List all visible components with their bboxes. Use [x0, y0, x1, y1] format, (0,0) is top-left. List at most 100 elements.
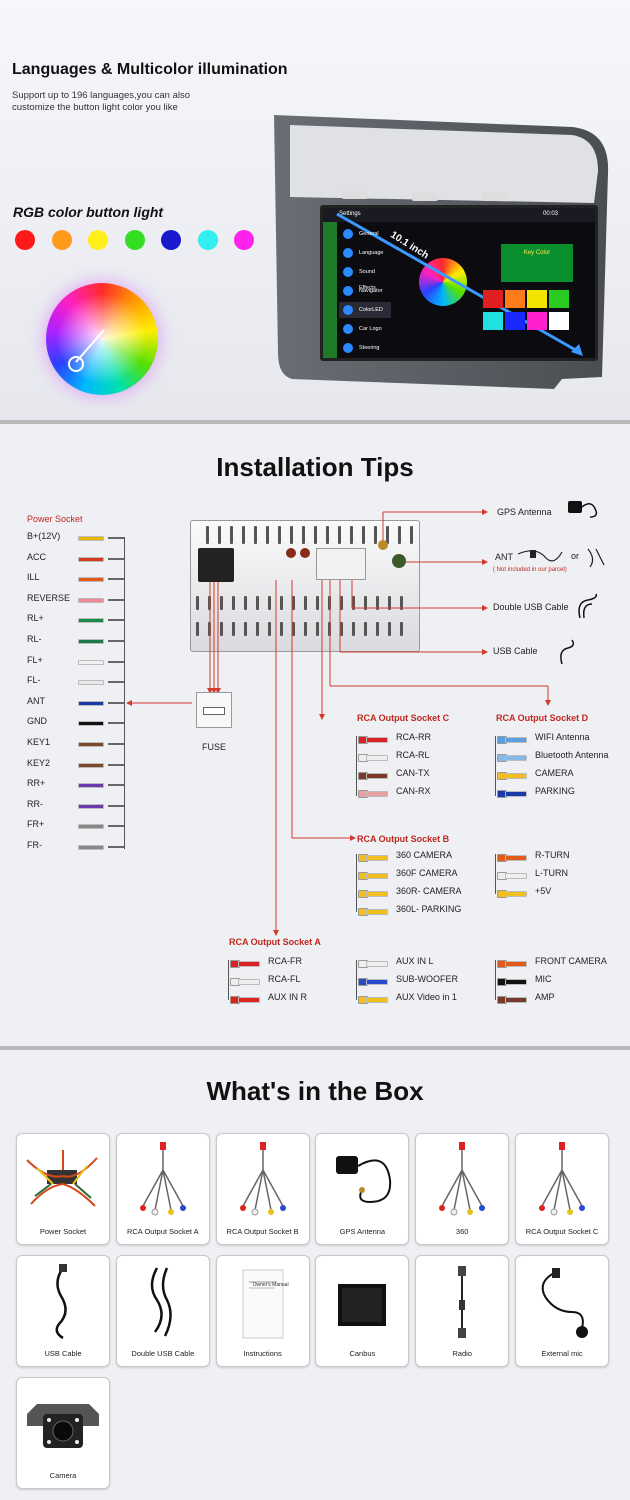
socket-bracket	[228, 960, 229, 1000]
usb-cable-icon	[560, 639, 575, 665]
socket-item-label: WIFI Antenna	[535, 732, 590, 742]
socket-item-label: RCA-RR	[396, 732, 431, 742]
socket-item-label: RCA-FR	[268, 956, 302, 966]
illumination-subtitle: Support up to 196 languages,you can also…	[12, 90, 190, 113]
key-color-swatch	[549, 312, 569, 330]
vent-fin	[242, 526, 245, 544]
rgb-dot-4	[124, 230, 145, 250]
box-item-card: RCA Output Socket A	[115, 1133, 210, 1245]
box-item-card: USB Cable	[16, 1255, 110, 1367]
vent-fin	[338, 526, 341, 544]
box-item-label: Power Socket	[39, 1227, 87, 1236]
power-wire-swatch	[78, 742, 104, 747]
usb-cable-label: USB Cable	[493, 646, 538, 656]
vent-fin	[304, 622, 307, 636]
box-item-label: USB Cable	[44, 1349, 82, 1358]
power-wire-swatch	[78, 845, 104, 850]
key-color-swatch	[549, 290, 569, 308]
rca-ports-block	[316, 548, 366, 580]
socket-item-label: FRONT CAMERA	[535, 956, 607, 966]
power-socket-label: ACC	[27, 551, 47, 562]
socket-bracket	[356, 736, 357, 796]
socket-item-label: CAMERA	[535, 768, 574, 778]
power-socket-label: KEY2	[27, 757, 51, 768]
box-contents-heading: What's in the Box	[206, 1076, 424, 1106]
screen-menu-item: Car Logo	[339, 321, 391, 337]
socket-item-label: AUX Video in 1	[396, 992, 457, 1002]
vent-fin	[340, 622, 343, 636]
power-wire-connector	[108, 825, 124, 828]
power-wire-swatch	[78, 536, 104, 541]
socket-wire	[238, 997, 260, 1003]
vent-fin	[398, 526, 401, 544]
power-wire-swatch	[78, 639, 104, 644]
rca-cable-icon	[117, 1140, 209, 1220]
screen-menu-label: Car Logo	[359, 326, 382, 332]
vent-fin	[364, 596, 367, 610]
socket-wire	[366, 997, 388, 1003]
socket-bracket	[356, 854, 357, 912]
power-wire-swatch	[78, 618, 104, 624]
vent-fin	[340, 596, 343, 610]
vent-fin	[388, 596, 391, 610]
power-socket-label: RL-	[27, 634, 42, 644]
socket-wire	[505, 961, 527, 967]
screen-settings-title: Settings	[339, 211, 361, 217]
power-wire-swatch	[78, 824, 104, 830]
socket-wire	[505, 773, 527, 779]
ant-label: ANT	[495, 552, 513, 562]
power-wire-connector	[108, 640, 124, 642]
socket-bracket	[495, 960, 496, 1000]
power-wire-swatch	[78, 721, 104, 727]
socket-wire	[366, 909, 388, 915]
power-wire-connector	[108, 784, 124, 787]
socket-item-label: AUX IN R	[268, 992, 308, 1002]
vent-fin	[220, 622, 223, 636]
rca-cable-icon	[217, 1140, 309, 1220]
illumination-heading: Languages & Multicolor illumination	[12, 61, 288, 78]
power-socket-label: GND	[27, 716, 47, 727]
vent-fin	[266, 526, 269, 544]
power-wire-connector	[108, 578, 124, 581]
box-item-label: External mic	[541, 1349, 583, 1358]
fuse-label: FUSE	[202, 742, 227, 752]
socket-wire	[505, 755, 527, 761]
screen-menu-icon	[343, 229, 353, 239]
box-item-card: Power Socket	[16, 1133, 110, 1245]
socket-item-label: CAN-RX	[396, 786, 431, 796]
vent-fin	[278, 526, 281, 544]
socket-bracket	[356, 960, 357, 1000]
vent-fin	[352, 622, 355, 636]
section-divider	[0, 420, 630, 424]
box-item-label: Instructions	[243, 1349, 282, 1358]
screen-menu-icon	[343, 267, 353, 277]
vent-fin	[374, 526, 377, 544]
vent-fin	[376, 596, 379, 610]
power-socket-label: FR-	[27, 840, 42, 850]
vent-fin	[316, 622, 319, 636]
ant-or-label: or	[571, 551, 580, 561]
box-item-label: RCA Output Socket B	[226, 1227, 299, 1236]
key-color-swatch	[483, 312, 503, 330]
box-item-card: Radio	[415, 1255, 510, 1367]
socket-item-label: 360L- PARKING	[396, 904, 462, 914]
socket-wire	[505, 979, 527, 985]
socket-d-title: RCA Output Socket D	[496, 713, 589, 723]
socket-wire	[505, 873, 527, 879]
power-wire-swatch	[78, 680, 104, 686]
rca-cable-icon	[516, 1140, 608, 1220]
key-color-panel: Key Color	[501, 244, 573, 282]
key-color-swatch	[505, 290, 525, 308]
screen-menu-icon	[343, 343, 353, 353]
screen-menu-icon	[343, 305, 353, 315]
power-wire-swatch	[78, 659, 104, 665]
screen-clock: 00:03	[543, 211, 559, 217]
socket-item-label: AMP	[535, 992, 555, 1002]
vent-fin	[400, 596, 403, 610]
vent-fin	[244, 622, 247, 636]
usb-port-1	[286, 548, 296, 558]
power-socket-label: FL-	[27, 675, 41, 686]
power-socket-bracket	[124, 537, 125, 849]
socket-item-label: PARKING	[535, 786, 575, 796]
power-socket-harness-icon	[17, 1140, 109, 1220]
